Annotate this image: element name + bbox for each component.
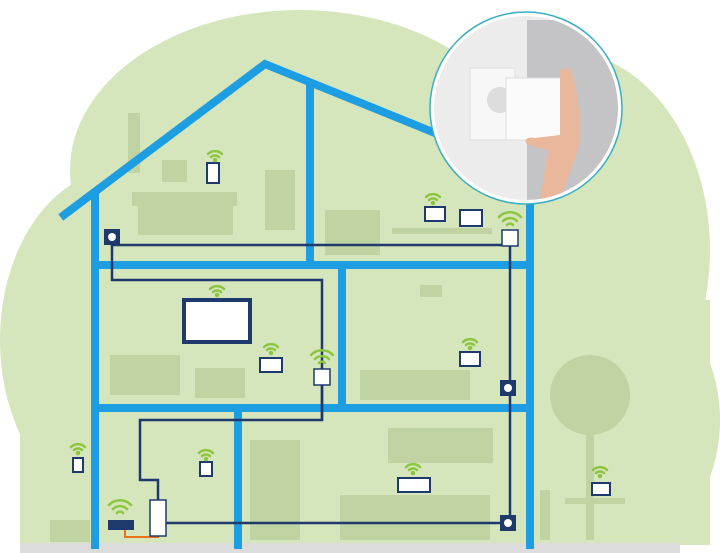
socket-icon <box>104 229 516 531</box>
tv-icon <box>182 298 252 344</box>
audio-system-icon <box>397 477 431 493</box>
speaker-icon <box>199 461 213 477</box>
printer-icon <box>459 209 483 227</box>
house-frame <box>58 59 534 549</box>
adapter-photo <box>505 77 571 141</box>
speaker-icon <box>72 457 84 473</box>
ground <box>20 543 680 553</box>
radio-icon <box>591 482 611 496</box>
laptop-icon <box>424 206 446 222</box>
wifi-icon <box>69 149 609 515</box>
inset-product-photo <box>429 11 623 205</box>
furniture <box>50 113 630 542</box>
laptop-icon <box>259 357 283 373</box>
laptop-icon <box>459 351 481 367</box>
router-icon <box>108 520 134 530</box>
phone-icon <box>206 162 220 184</box>
devices <box>72 162 611 496</box>
hand-photo <box>525 68 580 200</box>
powerline-adapter-icon <box>149 229 519 537</box>
